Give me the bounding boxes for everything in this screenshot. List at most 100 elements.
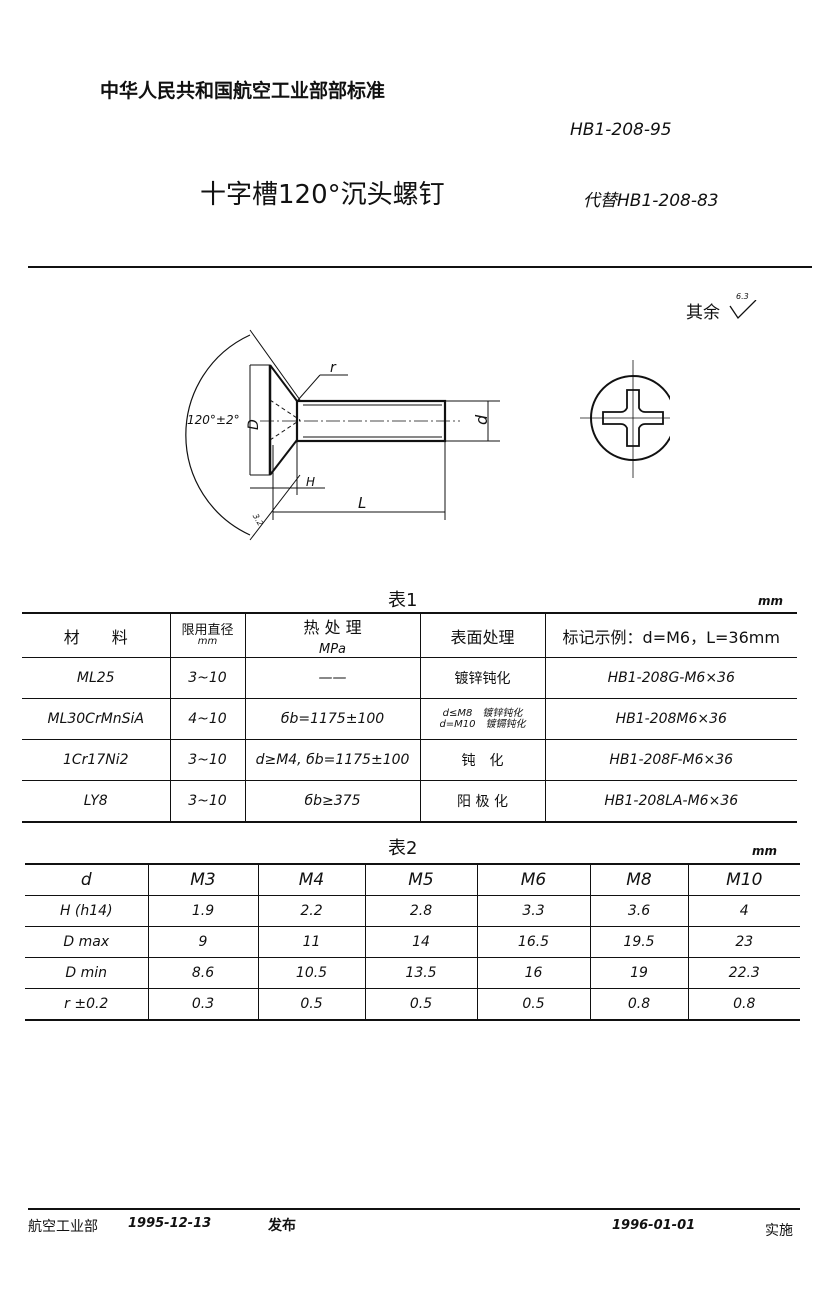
cell: 3~10 <box>169 657 245 699</box>
replaces-note: 代替HB1-208-83 <box>583 191 719 211</box>
cell: 2.2 <box>257 895 365 927</box>
cell: 0.8 <box>589 988 688 1020</box>
cell: 镀锌钝化 <box>419 657 545 699</box>
cell: 0.3 <box>147 988 258 1020</box>
cell: 0.5 <box>364 988 477 1020</box>
org-title: 中华人民共和国航空工业部部标准 <box>100 80 386 102</box>
header-cell: M3 <box>147 863 258 896</box>
effective-date: 1996-01-01 <box>612 1218 696 1233</box>
cell: 3~10 <box>169 780 245 822</box>
standard-code: HB1-208-95 <box>570 120 672 140</box>
cell: 0.5 <box>257 988 365 1020</box>
cell: 8.6 <box>147 957 258 989</box>
header-cell: M10 <box>687 863 800 896</box>
cell: 13.5 <box>364 957 477 989</box>
cell: 11 <box>257 926 365 958</box>
issuer: 航空工业部 <box>28 1219 98 1235</box>
cell: 19.5 <box>589 926 688 958</box>
table1-unit: mm <box>758 594 784 608</box>
cell: 23 <box>687 926 800 958</box>
cell: 钝 化 <box>419 739 545 781</box>
header-text: 限用直径 <box>181 622 234 638</box>
cell: HB1-208G-M6×36 <box>544 657 797 699</box>
table2-unit: mm <box>752 844 778 858</box>
header-cell: M8 <box>589 863 688 896</box>
header-cell: 表面处理 <box>419 613 545 658</box>
cell: 3~10 <box>169 739 245 781</box>
header-text: 热 处 理 <box>303 618 362 637</box>
roughness-value: 6.3 <box>736 292 749 301</box>
header-cell: M5 <box>364 863 477 896</box>
cell: 0.5 <box>476 988 590 1020</box>
effective-label: 实施 <box>765 1223 793 1239</box>
header-unit: MPa <box>318 642 347 657</box>
header-unit: mm <box>197 635 218 647</box>
issue-date: 1995-12-13 <box>128 1216 212 1231</box>
cell: 16 <box>476 957 590 989</box>
cell: r ±0.2 <box>25 988 148 1020</box>
cell: бb≥375 <box>244 780 420 822</box>
screw-drawing: 120°±2° D r d H L 3.2 <box>185 329 670 541</box>
roughness-symbol-icon <box>729 300 757 320</box>
cell: HB1-208F-M6×36 <box>544 739 797 781</box>
D-label: D <box>246 419 262 430</box>
cell: 0.8 <box>687 988 800 1020</box>
header-cell: d <box>25 863 148 896</box>
cell: d≥M4, бb=1175±100 <box>244 739 420 781</box>
cell: HB1-208LA-M6×36 <box>544 780 797 822</box>
header-cell: 热 处 理 MPa <box>244 613 420 658</box>
cell: —— <box>244 657 420 699</box>
cell: D min <box>25 957 148 989</box>
cell: ML30CrMnSiA <box>22 698 170 740</box>
cell: LY8 <box>22 780 170 822</box>
cell: ML25 <box>22 657 170 699</box>
cell: 4~10 <box>169 698 245 740</box>
chamfer-label: 3.2 <box>251 512 265 528</box>
header-cell: M4 <box>257 863 365 896</box>
document-title: 十字槽120°沉头螺钉 <box>200 180 445 210</box>
cell: 1.9 <box>147 895 258 927</box>
cell: 22.3 <box>687 957 800 989</box>
cell: бb=1175±100 <box>244 698 420 740</box>
cell: 3.6 <box>589 895 688 927</box>
cell-line: d≤M8 镀锌钝化 <box>442 708 523 719</box>
H-label: H <box>306 475 315 489</box>
roughness-label: 其余 <box>686 303 720 323</box>
cell: HB1-208M6×36 <box>544 698 797 740</box>
table1-caption: 表1 <box>388 590 418 611</box>
table2-caption: 表2 <box>388 838 418 859</box>
cell: 1Cr17Ni2 <box>22 739 170 781</box>
cell: D max <box>25 926 148 958</box>
cell: 10.5 <box>257 957 365 989</box>
d-label: d <box>472 414 491 425</box>
header-divider <box>28 266 812 268</box>
footer-divider <box>28 1208 800 1210</box>
cell: 9 <box>147 926 258 958</box>
angle-label: 120°±2° <box>187 413 240 427</box>
cell-line: d=M10 镀镉钝化 <box>439 719 526 730</box>
L-label: L <box>358 494 366 512</box>
cell: 阳 极 化 <box>419 780 545 822</box>
cell: H (h14) <box>25 895 148 927</box>
issue-label: 发布 <box>268 1218 296 1234</box>
cell: 19 <box>589 957 688 989</box>
header-cell: M6 <box>476 863 590 896</box>
header-cell: 材 料 <box>63 627 128 647</box>
cell: 16.5 <box>476 926 590 958</box>
cell: 3.3 <box>476 895 590 927</box>
header-cell: 标记示例：d=M6，L=36mm <box>544 613 797 658</box>
